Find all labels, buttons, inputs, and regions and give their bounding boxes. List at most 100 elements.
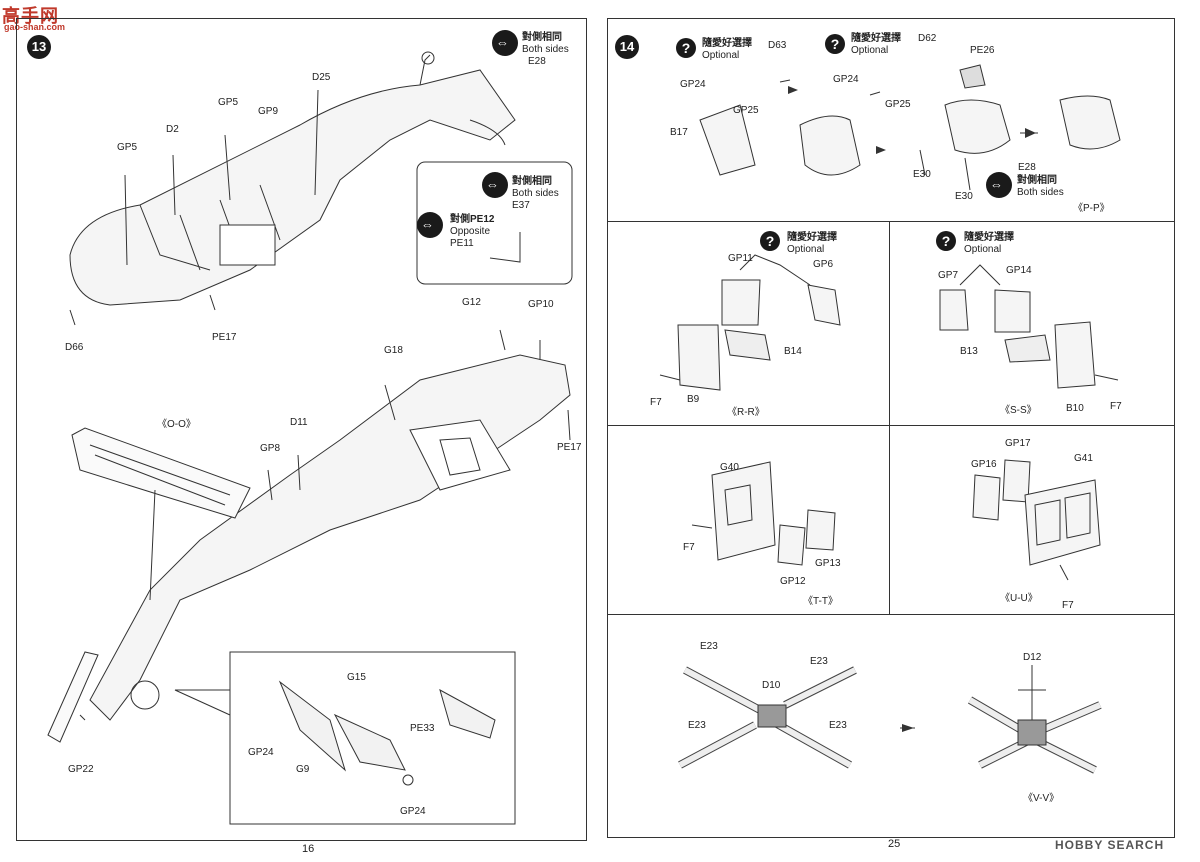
part-label: GP10 (528, 299, 554, 310)
part-label: E23 (688, 720, 706, 731)
both-sides-icon (492, 30, 518, 56)
part-label: B10 (1066, 403, 1084, 414)
optional-note-cjk: 隨愛好選擇 (702, 38, 752, 49)
part-label: D11 (290, 417, 308, 428)
part-label: GP24 (833, 74, 859, 85)
part-label: F7 (1062, 600, 1074, 611)
part-label: D10 (762, 680, 781, 691)
part-label: GP11 (728, 253, 753, 264)
optional-note-cjk: 隨愛好選擇 (964, 232, 1014, 243)
page-number: 16 (302, 843, 315, 855)
opposite-icon (417, 212, 443, 238)
part-label: G12 (462, 297, 481, 308)
site-watermark-url: gao-shan.com (4, 22, 66, 32)
optional-note: Optional (851, 45, 889, 56)
part-label: PE17 (557, 442, 582, 453)
step-13-badge: 13 (27, 35, 51, 59)
part-label: GP24 (680, 79, 706, 90)
part-label: E23 (829, 720, 847, 731)
part-label: GP7 (938, 270, 959, 281)
part-label: B13 (960, 346, 978, 357)
both-sides-note: Both sides (512, 188, 559, 199)
part-label: B14 (784, 346, 802, 357)
double-arrow-icon: ⇔ (990, 177, 1003, 192)
part-label: G18 (384, 345, 403, 356)
section-label: 《R-R》 (727, 407, 765, 418)
hobby-search-logo: HOBBY SEARCH (1055, 838, 1165, 852)
part-label: GP24 (248, 747, 274, 758)
part-label: PE11 (450, 238, 474, 249)
part-label: D63 (768, 40, 787, 51)
both-sides-note: Both sides (522, 44, 569, 55)
optional-note-cjk: 隨愛好選擇 (851, 33, 901, 44)
part-label: E23 (810, 656, 828, 667)
both-sides-note-cjk: 對側相同 (522, 32, 562, 43)
part-label: PE26 (970, 45, 995, 56)
part-label: G15 (347, 672, 366, 683)
part-label: G9 (296, 764, 310, 775)
both-sides-note-cjk: 對側相同 (512, 176, 552, 187)
part-label: E37 (512, 200, 530, 211)
part-label: E28 (528, 56, 546, 67)
optional-question-icon: ? (936, 231, 956, 251)
part-label: F7 (1110, 401, 1122, 412)
part-label: G41 (1074, 453, 1093, 464)
section-label: 《O-O》 (157, 419, 196, 430)
part-label: GP5 (117, 142, 138, 153)
part-label: GP14 (1006, 265, 1032, 276)
part-label: F7 (650, 397, 662, 408)
part-label: D66 (65, 342, 84, 353)
both-sides-note-cjk: 對側相同 (1017, 175, 1057, 186)
part-label: GP9 (258, 106, 279, 117)
both-sides-note: Both sides (1017, 187, 1064, 198)
double-arrow-icon: ⇔ (496, 35, 509, 50)
part-label: GP13 (815, 558, 841, 569)
optional-note-cjk: 隨愛好選擇 (787, 232, 837, 243)
optional-question-icon: ? (676, 38, 696, 58)
part-label: GP6 (813, 259, 834, 270)
panel-divider (607, 614, 1175, 615)
part-label: GP24 (400, 806, 426, 817)
page-number: 25 (888, 838, 901, 850)
section-label: 《U-U》 (1000, 593, 1038, 604)
part-label: GP16 (971, 459, 997, 470)
double-arrow-icon: ⇔ (486, 177, 499, 192)
left-page-frame (16, 18, 587, 841)
part-label: E30 (955, 191, 973, 202)
panel-divider (889, 221, 890, 614)
optional-note: Optional (702, 50, 740, 61)
part-label: D12 (1023, 652, 1042, 663)
part-label: E30 (913, 169, 931, 180)
step-14-badge: 14 (615, 35, 639, 59)
section-label: 《T-T》 (803, 596, 838, 607)
part-label: E28 (1018, 162, 1036, 173)
part-label: GP8 (260, 443, 281, 454)
panel-divider (607, 425, 1175, 426)
optional-note: Optional (964, 244, 1002, 255)
section-label: 《P-P》 (1073, 203, 1110, 214)
section-label: 《S-S》 (1000, 405, 1037, 416)
opposite-note-cjk: 對側PE12 (450, 214, 495, 225)
optional-question-icon: ? (825, 34, 845, 54)
part-label: PE33 (410, 723, 435, 734)
part-label: B17 (670, 127, 688, 138)
part-label: D62 (918, 33, 937, 44)
part-label: GP17 (1005, 438, 1031, 449)
part-label: GP25 (885, 99, 911, 110)
part-label: GP22 (68, 764, 94, 775)
optional-question-icon: ? (760, 231, 780, 251)
part-label: GP5 (218, 97, 239, 108)
both-sides-icon (482, 172, 508, 198)
part-label: PE17 (212, 332, 237, 343)
part-label: F7 (683, 542, 695, 553)
part-label: E23 (700, 641, 718, 652)
optional-note: Optional (787, 244, 825, 255)
part-label: D25 (312, 72, 331, 83)
part-label: D2 (166, 124, 179, 135)
part-label: GP25 (733, 105, 759, 116)
part-label: GP12 (780, 576, 806, 587)
part-label: B9 (687, 394, 700, 405)
panel-divider (607, 221, 1175, 222)
part-label: G40 (720, 462, 739, 473)
